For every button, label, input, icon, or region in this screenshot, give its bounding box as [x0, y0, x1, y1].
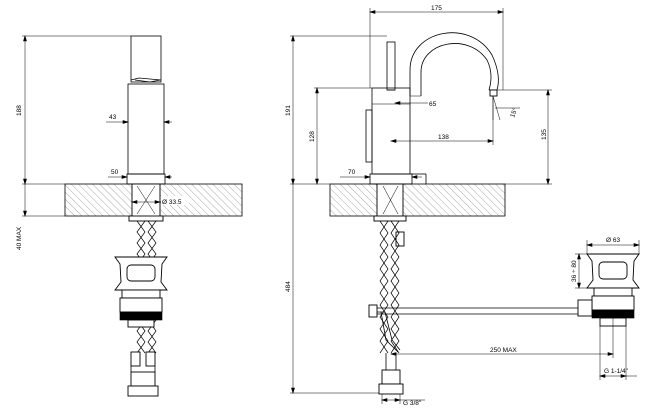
left-drain-assembly — [114, 256, 168, 328]
right-mounting-shank — [373, 183, 407, 247]
dim-right-drain-thread-label: G 1-1/4" — [604, 368, 629, 375]
dim-right-inlet-thread: G 3/8" — [380, 394, 425, 407]
left-inlet-connectors — [127, 351, 159, 397]
dim-left-base: 50 — [108, 169, 172, 179]
right-popup-rod — [368, 304, 592, 353]
right-flex-hoses — [379, 220, 400, 354]
dim-right-drain-thread: G 1-1/4" — [598, 326, 637, 380]
dim-right-hose-length: 484 — [285, 183, 379, 395]
right-countertop — [329, 183, 506, 217]
dim-right-body-height: 128 — [309, 86, 372, 186]
dim-right-handle-offset: 65 — [393, 101, 437, 108]
dim-left-hole: Ø 33.5 — [130, 196, 189, 206]
dim-right-inlet-thread-label: G 3/8" — [403, 400, 422, 407]
dim-left-height-label: 188 — [16, 105, 23, 116]
dim-left-hole-label: Ø 33.5 — [162, 199, 182, 206]
dim-left-max-thickness: 40 MAX — [16, 184, 65, 250]
dim-right-spout-reach-label: 138 — [438, 134, 449, 141]
right-inlet-connector — [378, 353, 404, 395]
dim-left-max-label: 40 MAX — [16, 226, 23, 250]
dim-left-depth: 43 — [106, 114, 172, 124]
dim-right-width-top: 175 — [368, 5, 505, 90]
dim-right-angle-label: 15° — [508, 106, 519, 118]
right-faucet-body — [365, 87, 413, 185]
left-mounting-shank — [128, 183, 164, 222]
left-faucet-body — [126, 35, 166, 185]
dim-right-spout-reach: 138 — [389, 96, 495, 145]
right-spout — [409, 32, 499, 184]
dim-right-drain-reach: 250 MAX — [389, 318, 615, 358]
dim-right-outlet-height-label: 135 — [541, 129, 548, 140]
dim-left-base-label: 50 — [111, 169, 119, 176]
dim-right-drain-height: 36 ÷ 80 — [571, 252, 587, 290]
left-side-view: 188 40 MAX 43 50 — [16, 34, 243, 397]
right-handle-lever — [386, 41, 396, 91]
right-front-view: 175 191 128 65 138 — [285, 5, 641, 407]
dim-right-hose-length-label: 484 — [285, 281, 292, 292]
dim-left-depth-label: 43 — [109, 114, 117, 121]
dim-right-body-height-label: 128 — [309, 131, 316, 142]
dim-right-drain-reach-label: 250 MAX — [490, 347, 517, 354]
dim-left-height: 188 — [16, 34, 131, 186]
dim-right-handle-offset-label: 65 — [429, 101, 437, 108]
dim-right-drain-height-label: 36 ÷ 80 — [571, 260, 578, 282]
dim-right-angle: 15° — [492, 95, 520, 121]
dim-right-base-label: 70 — [348, 169, 356, 176]
right-drain-assembly — [577, 253, 640, 327]
dim-right-width-top-label: 175 — [431, 5, 442, 12]
dim-right-base: 70 — [340, 169, 422, 179]
dim-right-drain-diameter: Ø 63 — [585, 237, 641, 254]
dim-right-drain-diameter-label: Ø 63 — [606, 237, 620, 244]
dim-right-outlet-height: 135 — [497, 88, 552, 186]
dim-right-height: 191 — [285, 34, 387, 186]
dim-right-height-label: 191 — [285, 105, 292, 116]
